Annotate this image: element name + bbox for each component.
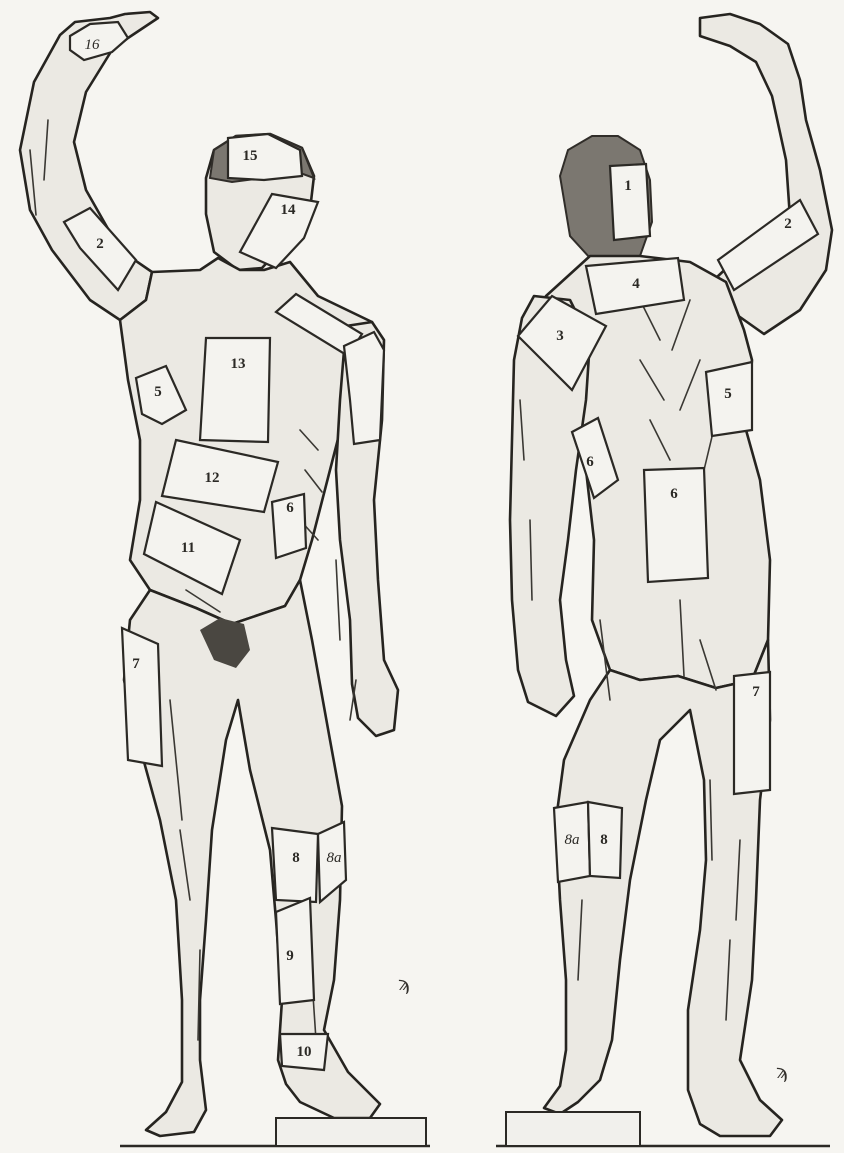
- front-patch-label: 6: [286, 500, 294, 516]
- front-patch-label: 12: [205, 470, 220, 486]
- back-patch-6-lumbar: 6: [644, 468, 708, 582]
- front-patch-label: 8a: [327, 850, 342, 866]
- front-patch-label: 15: [243, 148, 258, 164]
- back-patch-7: 7: [734, 672, 770, 794]
- front-patch-15: 15: [228, 134, 302, 180]
- back-patch-label: 4: [632, 276, 640, 292]
- front-patch-label: 8: [292, 850, 300, 866]
- front-patch-10: 10: [280, 1034, 328, 1070]
- front-patch-9: 9: [276, 898, 314, 1004]
- front-patch-8a: 8a: [318, 822, 346, 902]
- front-patch-7: 7: [122, 628, 162, 766]
- back-patch-label: 7: [752, 684, 760, 700]
- back-patch-label: 6: [586, 454, 594, 470]
- front-patch-label: 9: [286, 948, 294, 964]
- front-patch-label: 2: [96, 236, 104, 252]
- front-patch-label: 10: [297, 1044, 312, 1060]
- back-patch-label: 8: [600, 832, 608, 848]
- front-patch-13: 13: [200, 338, 270, 442]
- front-pedestal: [276, 1118, 426, 1146]
- front-monogram-mark: ϡ: [398, 971, 410, 995]
- back-patch-label: 6: [670, 486, 678, 502]
- back-patch-8: 8: [588, 802, 622, 878]
- back-patch-5: 5: [706, 362, 752, 436]
- front-patch-label: 11: [181, 540, 195, 556]
- front-patch-label: 5: [154, 384, 162, 400]
- front-patch-label: 14: [281, 202, 297, 218]
- front-patch-8: 8: [272, 828, 318, 902]
- back-pedestal: [506, 1112, 640, 1146]
- front-patch-label: 13: [231, 356, 246, 372]
- front-figure: 16 2 15 14 13 5: [20, 12, 410, 1136]
- back-patch-8a: 8a: [554, 802, 590, 882]
- back-monogram-mark: ϡ: [776, 1059, 788, 1083]
- back-patch-label: 1: [624, 178, 632, 194]
- back-figure: 1 4 3 2 5 6 6 7: [510, 14, 832, 1136]
- back-patch-label: 5: [724, 386, 732, 402]
- front-patch-6: 6: [272, 494, 306, 558]
- front-patch-label: 7: [132, 656, 140, 672]
- back-patch-label: 3: [556, 328, 564, 344]
- back-patch-label: 8a: [565, 832, 580, 848]
- front-patch-label: 16: [85, 37, 101, 53]
- back-patch-1: 1: [610, 164, 650, 240]
- back-patch-label: 2: [784, 216, 792, 232]
